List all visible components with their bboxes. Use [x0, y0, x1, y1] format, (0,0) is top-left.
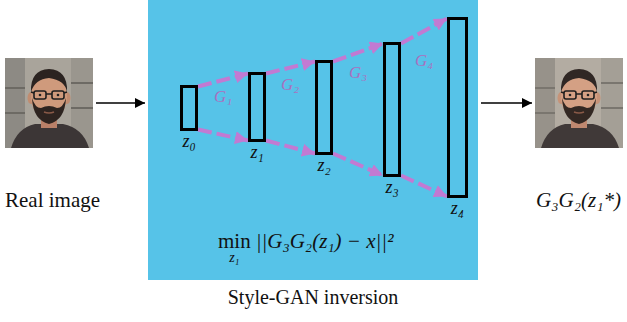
image-caption: G₃G₂(z₁*)	[536, 188, 621, 212]
latent-label: z₀	[182, 131, 195, 152]
flow-arrow	[96, 102, 145, 104]
latent-box: z₀	[180, 85, 198, 131]
latent-box: z₂	[315, 60, 333, 155]
generator-arrow	[266, 141, 315, 154]
generator-arrow	[401, 176, 447, 197]
formula-operator: min	[218, 229, 251, 253]
latent-label: z₁	[250, 142, 263, 163]
generator-label: G₂	[281, 75, 299, 95]
real-photo	[5, 58, 93, 148]
generator-arrow	[198, 130, 248, 141]
image-caption: Real image	[5, 188, 100, 212]
generator-label: G₃	[349, 63, 367, 83]
photo-node: Real image	[5, 58, 93, 148]
latent-box: z₁	[248, 72, 266, 142]
latent-box: z₃	[383, 42, 401, 177]
reconstructed-photo	[535, 58, 623, 148]
generator-label: G₄	[415, 51, 433, 71]
latent-box: z₄	[447, 17, 468, 198]
generator-arrow	[333, 154, 383, 176]
photo-node: G₃G₂(z₁*)	[535, 58, 623, 148]
flow-arrow	[481, 102, 532, 104]
generator-label: G₁	[214, 87, 232, 107]
generator-arrow	[333, 44, 383, 62]
latent-label: z₄	[451, 198, 464, 219]
generator-arrow	[266, 62, 315, 74]
latent-label: z₂	[317, 155, 330, 176]
generator-arrow	[401, 19, 447, 44]
inversion-panel: minz₁||G₃G₂(z₁) − x||²Style-GAN inversio…	[148, 0, 478, 280]
latent-label: z₃	[385, 177, 398, 198]
panel-caption: Style-GAN inversion	[228, 286, 399, 309]
generator-arrow	[198, 74, 248, 87]
objective-formula: ||G₃G₂(z₁) − x||²	[256, 229, 394, 253]
formula-subscript: z₁	[229, 250, 239, 266]
